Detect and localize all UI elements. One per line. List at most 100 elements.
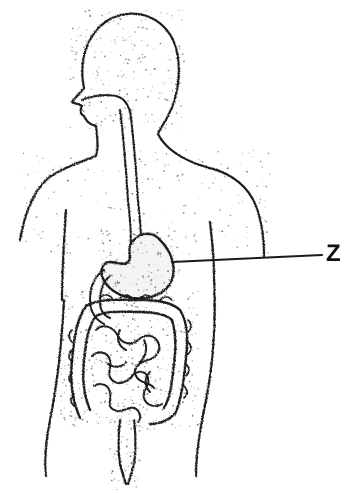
stipple-dot (202, 183, 203, 184)
stipple-dot (119, 253, 120, 254)
stipple-dot (177, 259, 179, 261)
stipple-dot (91, 46, 92, 47)
stipple-dot (68, 308, 70, 310)
stipple-dot (99, 360, 100, 361)
stipple-dot (78, 29, 79, 30)
stipple-dot (189, 254, 190, 255)
stipple-dot (23, 153, 24, 154)
stipple-dot (142, 360, 143, 361)
stipple-dot (70, 50, 72, 52)
stipple-dot (96, 39, 97, 40)
stipple-dot (118, 403, 119, 404)
stipple-dot (117, 417, 118, 418)
stipple-dot (263, 186, 264, 187)
stipple-dot (168, 235, 170, 237)
stipple-dot (120, 110, 121, 111)
stipple-dot (142, 27, 144, 29)
stipple-dot (181, 313, 183, 315)
stipple-dot (104, 400, 106, 402)
stipple-dot (154, 382, 155, 383)
label-z-leader-line (172, 255, 322, 262)
stipple-dot (111, 480, 113, 482)
stipple-dot (212, 182, 214, 184)
stipple-dot (77, 417, 78, 418)
stipple-dot (174, 230, 176, 232)
stipple-dot (153, 244, 154, 245)
stipple-dot (103, 84, 104, 85)
stipple-dot (115, 42, 117, 44)
stipple-dot (159, 187, 161, 189)
stipple-dot (101, 303, 103, 305)
stipple-dot (157, 366, 159, 368)
stipple-dot (49, 170, 50, 171)
stipple-dot (128, 424, 129, 425)
stipple-dot (113, 302, 115, 304)
stipple-dot (111, 342, 112, 343)
stipple-dot (183, 365, 185, 367)
stipple-dot (91, 339, 93, 341)
stipple-dot (62, 300, 63, 301)
stipple-dot (146, 409, 148, 411)
stipple-dot (119, 435, 120, 436)
stipple-dot (120, 460, 122, 462)
stipple-dot (161, 302, 162, 303)
stipple-dot (160, 26, 161, 27)
stipple-dot (109, 85, 110, 86)
stipple-dot (266, 231, 268, 233)
stipple-dot (196, 314, 198, 316)
stipple-dot (142, 344, 144, 346)
stipple-dot (121, 113, 122, 114)
stipple-dot (92, 73, 93, 74)
stipple-dot (91, 368, 93, 370)
stipple-dot (48, 174, 49, 175)
stipple-dot (61, 400, 62, 401)
stipple-dot (94, 410, 95, 411)
stipple-dot (65, 292, 66, 293)
stipple-dot (84, 411, 85, 412)
stipple-dot (158, 252, 160, 254)
stipple-dot (133, 266, 134, 267)
stipple-dot (100, 402, 101, 403)
stipple-dot (122, 37, 123, 38)
stipple-dot (70, 415, 71, 416)
stipple-dot (57, 246, 58, 247)
stipple-dot (78, 383, 79, 384)
stipple-dot (129, 410, 131, 412)
stipple-dot (67, 180, 69, 182)
stipple-dot (126, 440, 127, 441)
stipple-dot (161, 276, 162, 277)
stipple-dot (91, 88, 92, 89)
stipple-dot (140, 161, 141, 162)
stipple-dot (74, 363, 76, 365)
stipple-dot (111, 40, 112, 41)
stipple-dot (116, 374, 117, 375)
stipple-dot (179, 325, 180, 326)
stipple-dot (132, 49, 133, 50)
stipple-dot (181, 117, 182, 118)
stipple-dot (160, 350, 161, 351)
stipple-dot (138, 228, 139, 229)
stipple-dot (71, 39, 72, 40)
stipple-dot (187, 298, 189, 300)
stipple-dot (182, 127, 183, 128)
stipple-dot (96, 327, 98, 329)
stipple-dot (113, 478, 115, 480)
stipple-dot (166, 249, 167, 250)
stipple-dot (139, 235, 140, 236)
stipple-dot (167, 334, 169, 336)
stipple-dot (193, 235, 195, 237)
stipple-dot (126, 369, 128, 371)
stipple-dot (153, 300, 155, 302)
stipple-dot (128, 59, 130, 61)
stipple-dot (192, 322, 193, 323)
stipple-dot (253, 150, 254, 151)
stipple-dot (194, 408, 195, 409)
stipple-dot (34, 229, 35, 230)
stipple-dot (135, 476, 136, 477)
stipple-dot (172, 405, 174, 407)
stipple-dot (182, 381, 184, 383)
stipple-dot (112, 470, 113, 471)
stipple-dot (109, 240, 111, 242)
stipple-dot (75, 52, 76, 53)
stipple-dot (125, 39, 126, 40)
